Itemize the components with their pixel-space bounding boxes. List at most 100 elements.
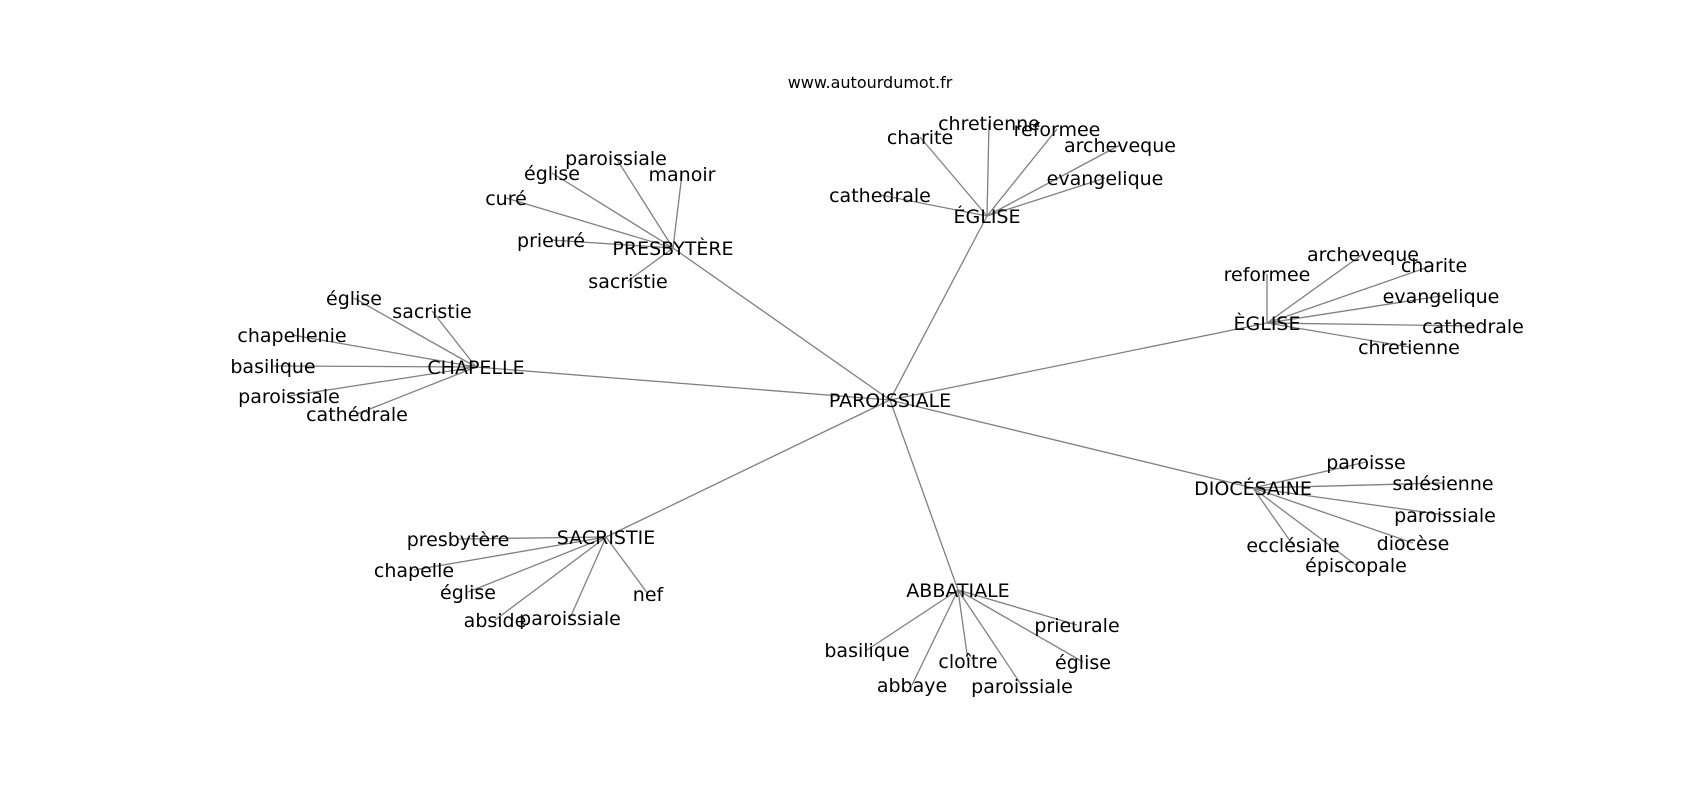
leaf-node-eglise-top-archeveque[interactable]: archeveque [1064,135,1176,157]
leaf-node-abbatiale-prieurale[interactable]: prieurale [1034,615,1119,637]
leaf-node-eglise-right-archeveque[interactable]: archeveque [1307,244,1419,266]
edge-eglise-top-archeveque [986,144,1121,217]
leaf-node-abbatiale-abbaye[interactable]: abbaye [877,675,947,697]
leaf-node-chapelle-basilique[interactable]: basilique [230,356,315,378]
leaf-node-presbytere-prieure[interactable]: prieuré [517,230,585,252]
leaf-node-abbatiale-basilique[interactable]: basilique [824,640,909,662]
edge-diocesaine-paroisse [1252,461,1367,489]
leaf-node-eglise-top-chretienne[interactable]: chretienne [938,113,1040,135]
edge-sacristie-chapelle [413,536,607,571]
leaf-node-eglise-right-evangelique[interactable]: evangelique [1383,286,1500,308]
edge-eglise-top-evangelique [986,177,1106,217]
leaf-node-eglise-top-reformee[interactable]: reformee [1014,119,1101,141]
edge-center-eglise-top [889,215,988,401]
leaf-node-abbatiale-paroissiale[interactable]: paroissiale [971,676,1073,698]
edge-presbytere-prieure [550,239,674,249]
leaf-node-eglise-right-cathedrale[interactable]: cathedrale [1422,316,1524,338]
site-url-label: www.autourdumot.fr [788,73,953,92]
hub-node-diocesaine[interactable]: DIOCÉSAINE [1194,477,1312,500]
edge-presbytere-manoir [672,173,683,249]
leaf-node-presbytere-paroissiale[interactable]: paroissiale [565,148,667,170]
edge-sacristie-abside [494,536,607,621]
leaf-node-sacristie-abside[interactable]: abside [464,610,527,632]
edge-eglise-right-evangelique [1266,295,1442,324]
edge-eglise-right-charite [1266,264,1435,324]
leaf-node-abbatiale-cloitre[interactable]: cloître [938,651,997,673]
edge-sacristie-eglise [467,536,607,593]
edge-abbatiale-prieurale [957,589,1078,626]
edge-eglise-top-charite [919,136,988,217]
hub-node-chapelle[interactable]: CHAPELLE [427,357,524,379]
leaf-node-diocesaine-paroisse[interactable]: paroisse [1326,452,1406,474]
edge-eglise-right-archeveque [1266,253,1364,324]
edge-center-presbytere [672,247,891,401]
leaf-node-presbytere-cure[interactable]: curé [485,188,527,210]
hub-node-eglise-right[interactable]: ÈGLISE [1234,312,1301,335]
edge-eglise-top-cathedrale [879,194,988,217]
leaf-node-sacristie-eglise[interactable]: église [440,582,496,604]
edge-eglise-right-cathedrale [1266,322,1474,327]
hub-node-abbatiale[interactable]: ABBATIALE [906,580,1009,602]
center-node[interactable]: PAROISSIALE [829,390,951,412]
edge-abbatiale-eglise [957,589,1084,663]
leaf-node-chapelle-eglise[interactable]: église [326,288,382,310]
leaf-node-chapelle-cathedrale[interactable]: cathédrale [306,404,408,426]
edge-chapelle-paroissiale [288,366,477,397]
leaf-node-presbytere-manoir[interactable]: manoir [649,164,716,186]
leaf-node-diocesaine-diocese[interactable]: diocèse [1377,533,1450,555]
leaf-node-eglise-top-cathedrale[interactable]: cathedrale [829,185,931,207]
leaf-node-eglise-right-chretienne[interactable]: chretienne [1358,337,1460,359]
leaf-node-chapelle-chapellenie[interactable]: chapellenie [237,325,346,347]
edge-abbatiale-basilique [866,589,959,651]
edge-chapelle-chapellenie [291,334,477,368]
hub-node-presbytere[interactable]: PRESBYTÈRE [612,237,733,260]
edge-chapelle-sacristie [431,310,477,368]
edge-eglise-top-chretienne [986,122,990,217]
leaf-node-sacristie-paroissiale[interactable]: paroissiale [519,608,621,630]
leaf-node-chapelle-paroissiale[interactable]: paroissiale [238,386,340,408]
leaf-node-eglise-top-charite[interactable]: charite [887,127,953,149]
leaf-node-sacristie-nef[interactable]: nef [633,584,665,606]
leaf-node-diocesaine-paroissiale[interactable]: paroissiale [1394,505,1496,527]
edge-diocesaine-diocese [1252,487,1414,544]
edge-center-chapelle [475,366,891,401]
hub-node-sacristie[interactable]: SACRISTIE [557,527,655,549]
leaf-node-presbytere-eglise[interactable]: église [524,163,580,185]
leaf-node-sacristie-chapelle[interactable]: chapelle [374,560,454,582]
edge-diocesaine-salesienne [1252,482,1444,489]
graph-edges [272,122,1474,687]
edge-eglise-right-chretienne [1266,322,1410,348]
edge-sacristie-presbytere [457,536,607,540]
hub-node-eglise-top[interactable]: ÉGLISE [954,205,1021,228]
edge-abbatiale-cloitre [957,589,969,662]
leaf-node-abbatiale-eglise[interactable]: église [1055,652,1111,674]
edge-presbytere-paroissiale [615,157,674,249]
edge-center-abbatiale [889,399,959,591]
leaf-node-diocesaine-episcopale[interactable]: épiscopale [1305,555,1407,577]
edge-sacristie-nef [605,536,649,595]
leaf-node-presbytere-sacristie[interactable]: sacristie [588,271,667,293]
leaf-node-eglise-right-charite[interactable]: charite [1401,255,1467,277]
edge-presbytere-sacristie [627,247,674,282]
edge-diocesaine-episcopale [1252,487,1357,566]
edge-diocesaine-ecclesiale [1252,487,1294,546]
leaf-node-eglise-top-evangelique[interactable]: evangelique [1047,168,1164,190]
edge-chapelle-cathedrale [356,366,477,415]
edge-eglise-top-reformee [986,128,1058,217]
edge-center-sacristie [605,399,891,538]
edge-sacristie-paroissiale [569,536,607,619]
edge-chapelle-eglise [353,297,477,368]
leaf-node-eglise-right-reformee[interactable]: reformee [1224,264,1311,286]
leaf-node-diocesaine-salesienne[interactable]: salésienne [1392,473,1493,495]
edge-presbytere-eglise [551,172,674,249]
edge-abbatiale-abbaye [911,589,959,686]
edge-presbytere-cure [505,197,674,249]
edge-center-diocesaine [889,399,1254,489]
leaf-node-chapelle-sacristie[interactable]: sacristie [392,301,471,323]
leaf-node-sacristie-presbytere[interactable]: presbytère [407,529,510,551]
edge-diocesaine-paroissiale [1252,487,1446,516]
edge-chapelle-basilique [272,365,477,368]
leaf-node-diocesaine-ecclesiale[interactable]: ecclésiale [1246,535,1339,557]
edge-abbatiale-paroissiale [957,589,1023,687]
